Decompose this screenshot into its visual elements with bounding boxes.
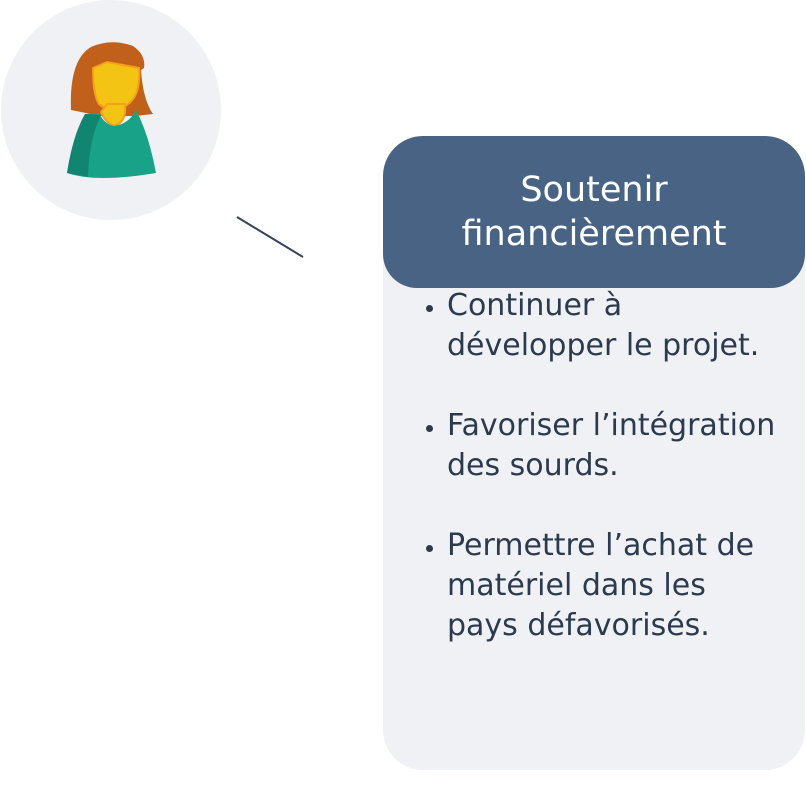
list-item: Favoriser l’intégration des sourds. bbox=[447, 406, 777, 486]
goal-card: Soutenir financièrement Continuer à déve… bbox=[383, 136, 805, 770]
card-header: Soutenir financièrement bbox=[383, 136, 805, 288]
goal-list: Continuer à développer le projet. Favori… bbox=[413, 286, 777, 686]
woman-avatar-icon bbox=[1, 0, 221, 220]
card-title: Soutenir financièrement bbox=[461, 170, 727, 254]
list-item: Permettre l’achat de matériel dans les p… bbox=[447, 526, 777, 646]
list-item: Continuer à développer le projet. bbox=[447, 286, 777, 366]
